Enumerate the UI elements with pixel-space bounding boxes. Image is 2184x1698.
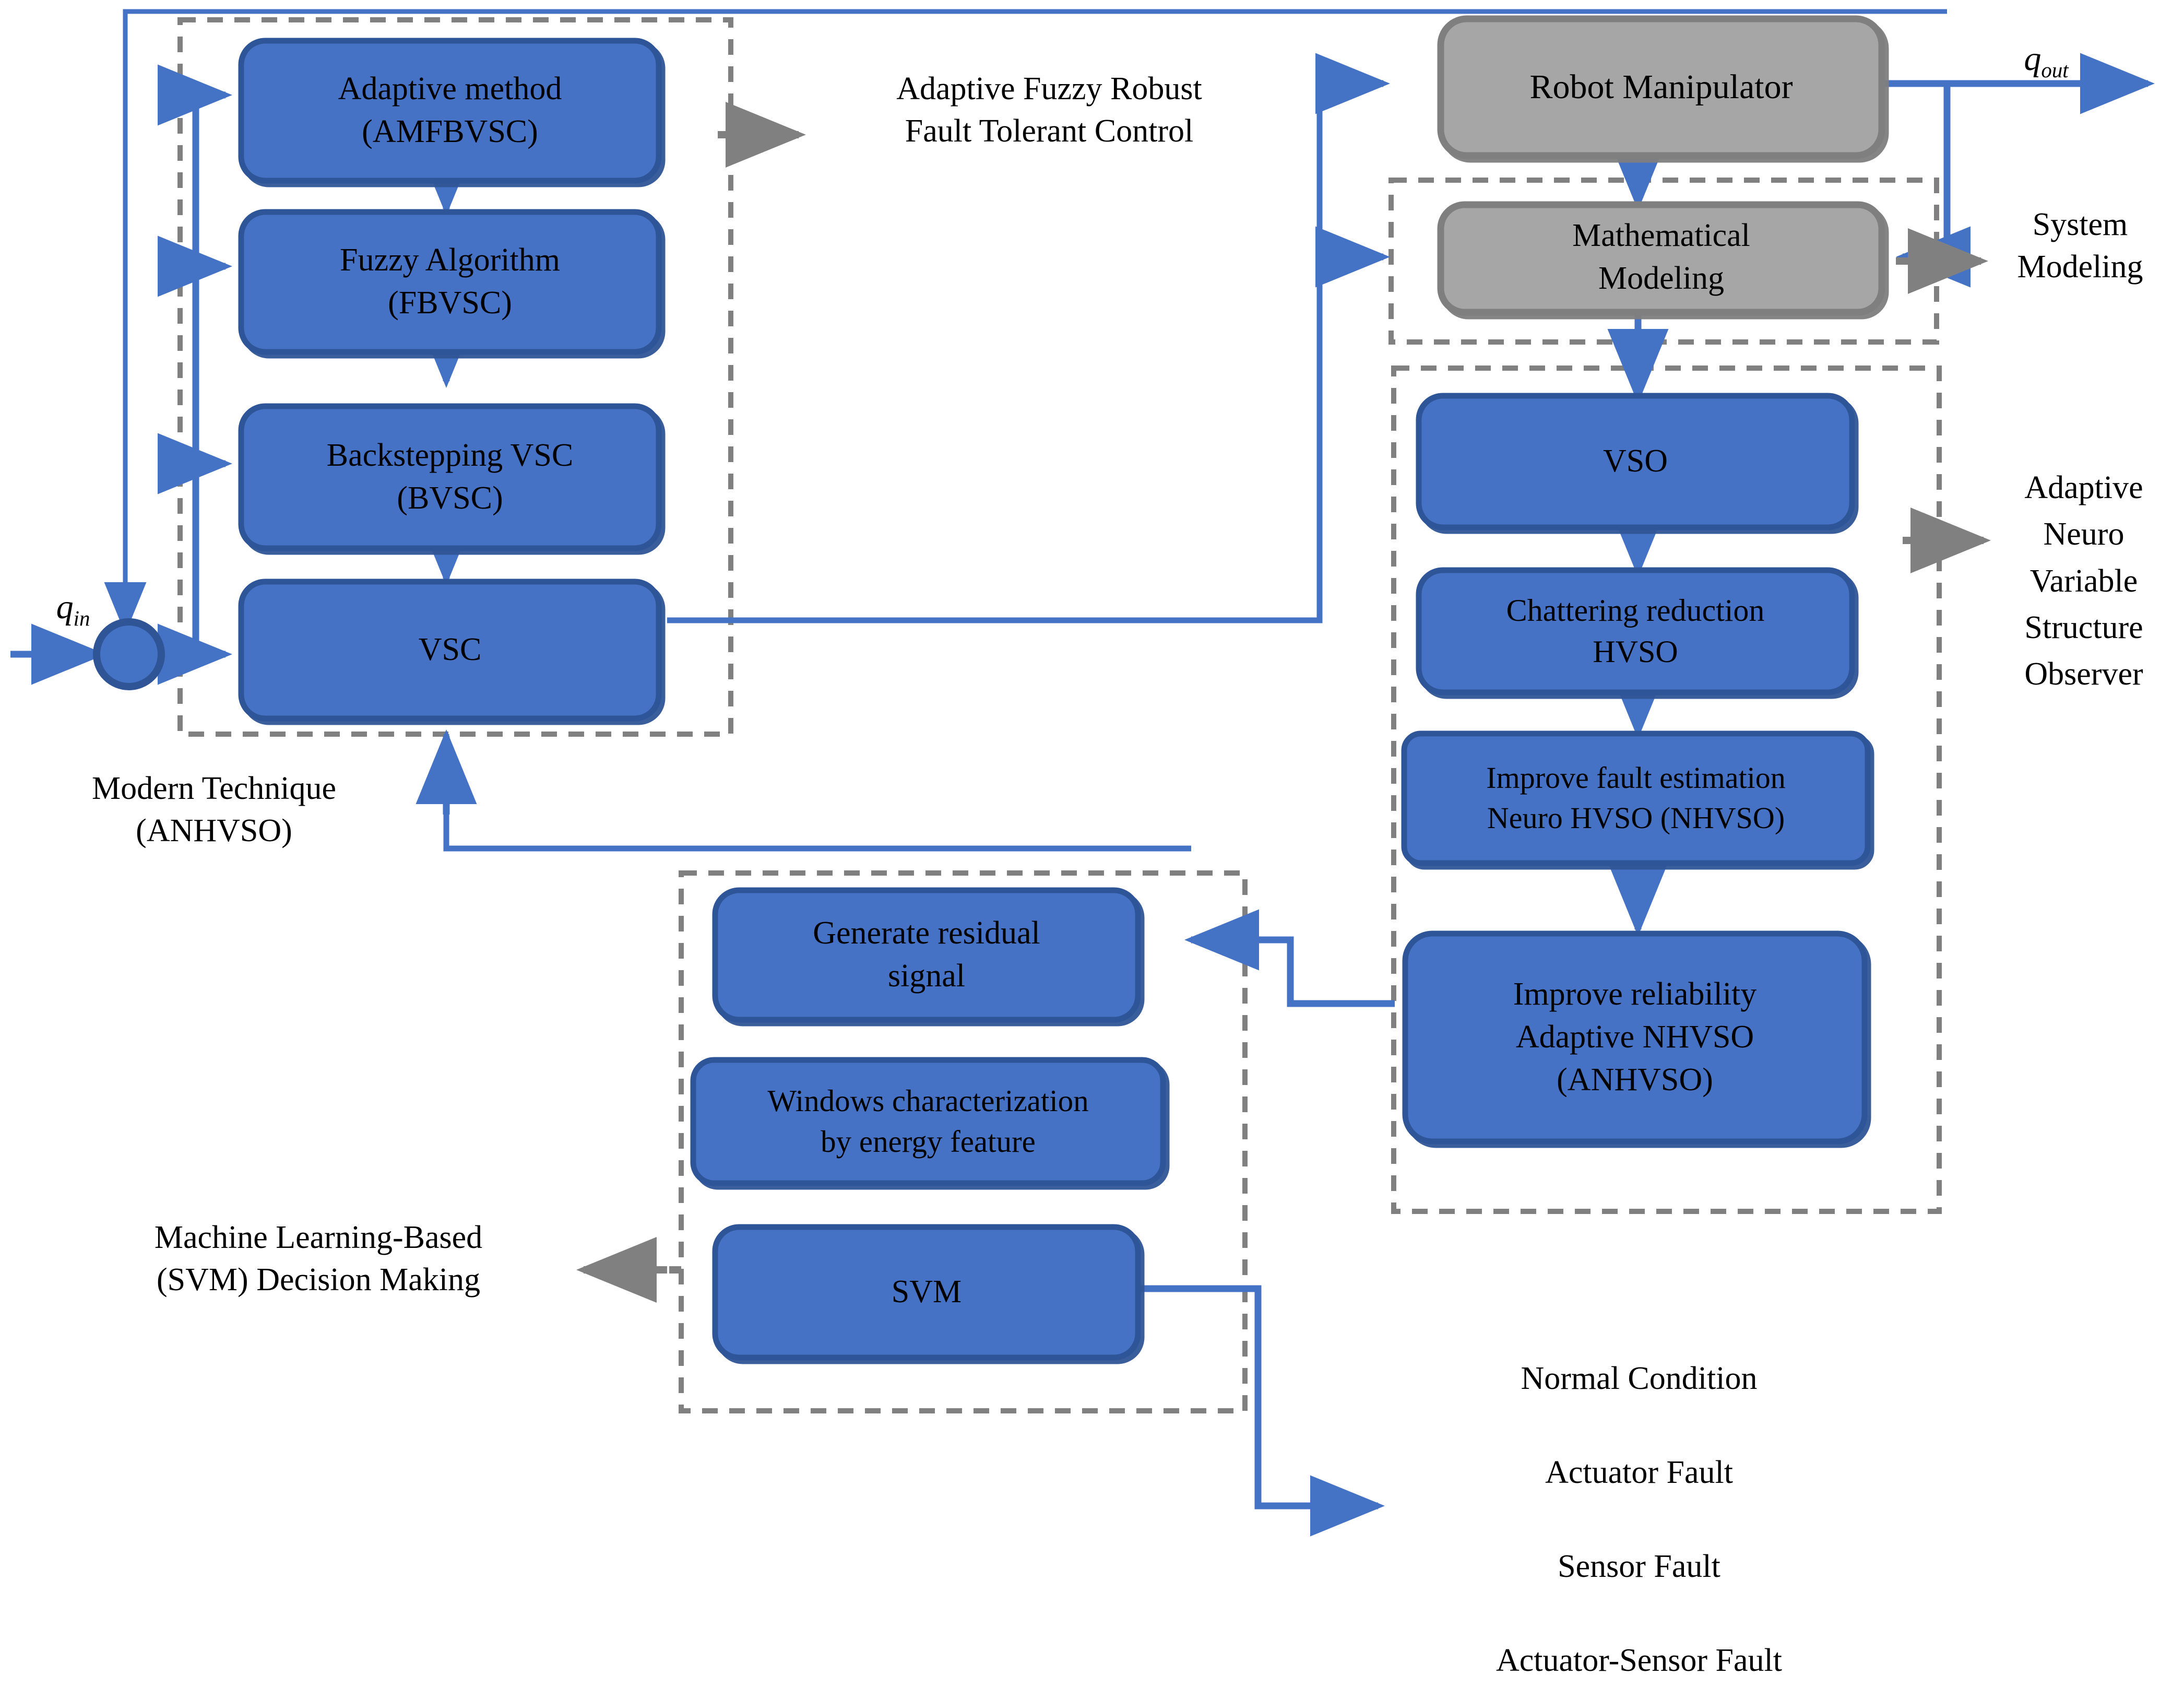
- svm-group-caption: Machine Learning-Based (SVM) Decision Ma…: [154, 1220, 483, 1298]
- svm-output-rail: [1138, 1285, 1385, 1537]
- box-fbvsc: [238, 209, 662, 355]
- box-anhvso: [1402, 930, 1868, 1145]
- vsc-to-plant-rail: [667, 84, 1323, 623]
- decision-output-actuator-sensor-fault: Actuator-Sensor Fault: [1495, 1643, 1783, 1678]
- decision-output-normal-condition: Normal Condition: [1521, 1361, 1758, 1396]
- controller-group-caption: Modern Technique (ANHVSO): [92, 771, 336, 848]
- svm-group-frame: [679, 870, 1248, 1413]
- system-modeling-caption: System Modeling: [2017, 207, 2143, 285]
- observer-group-caption: Adaptive Neuro Variable Structure Observ…: [2024, 470, 2143, 692]
- box-windows-characterization: [690, 1057, 1166, 1186]
- controller-group-frame: [177, 17, 733, 737]
- box-robot-manipulator: [1437, 15, 1885, 159]
- box-amfbvsc: [238, 38, 662, 184]
- box-hvso: [1416, 567, 1855, 695]
- qout-label: qout: [2024, 40, 2069, 82]
- control-strategy-caption: Adaptive Fuzzy Robust Fault Tolerant Con…: [896, 71, 1202, 149]
- plant-to-model-feedback: [1896, 84, 1971, 288]
- anhvso-to-residual-rail: [1184, 909, 1395, 1007]
- vsc-dashed-feedback: [443, 734, 1191, 852]
- qin-label: qin: [56, 588, 90, 631]
- summing-junction: [93, 618, 165, 690]
- box-bvsc: [238, 403, 662, 551]
- box-generate-residual: [712, 887, 1141, 1023]
- box-mathematical-modeling: [1437, 201, 1885, 316]
- box-nhvso: [1401, 730, 1871, 866]
- decision-output-sensor-fault: Sensor Fault: [1558, 1549, 1720, 1584]
- feedback-top-rail: [104, 9, 1947, 634]
- box-svm: [712, 1224, 1141, 1361]
- decision-output-actuator-fault: Actuator Fault: [1545, 1455, 1733, 1490]
- box-vsc: [238, 579, 662, 722]
- box-vso: [1416, 393, 1855, 530]
